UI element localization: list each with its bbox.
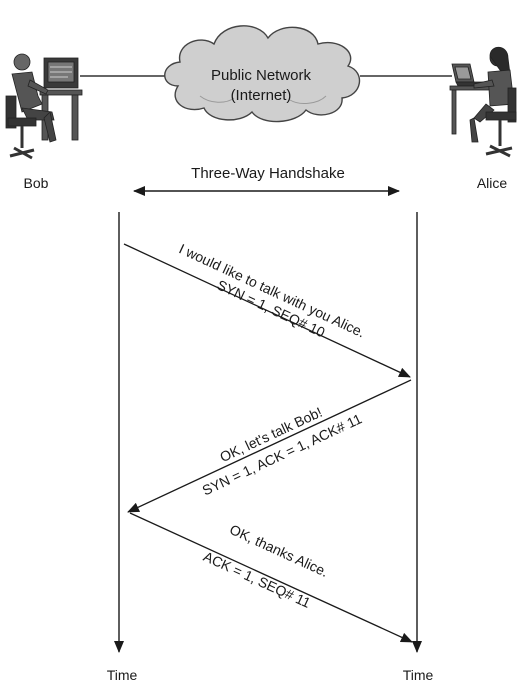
message-syn-line1: I would like to talk with you Alice. [177,240,368,340]
timeline-left-label: Time [107,667,138,683]
handshake-label: Three-Way Handshake [191,165,345,182]
message-ack-arrow [129,512,413,643]
person-at-laptop-icon [449,46,517,158]
timeline-right-label: Time [403,667,434,683]
participant-left-label: Bob [24,175,49,191]
person-at-desktop-computer-icon [5,53,83,160]
cloud-icon [164,25,360,123]
message-syn-arrow [123,243,411,378]
network-title-line2: (Internet) [231,87,292,104]
participant-right-label: Alice [477,175,508,191]
network-title-line1: Public Network [211,67,312,84]
message-syn-ack-arrow [127,379,412,513]
